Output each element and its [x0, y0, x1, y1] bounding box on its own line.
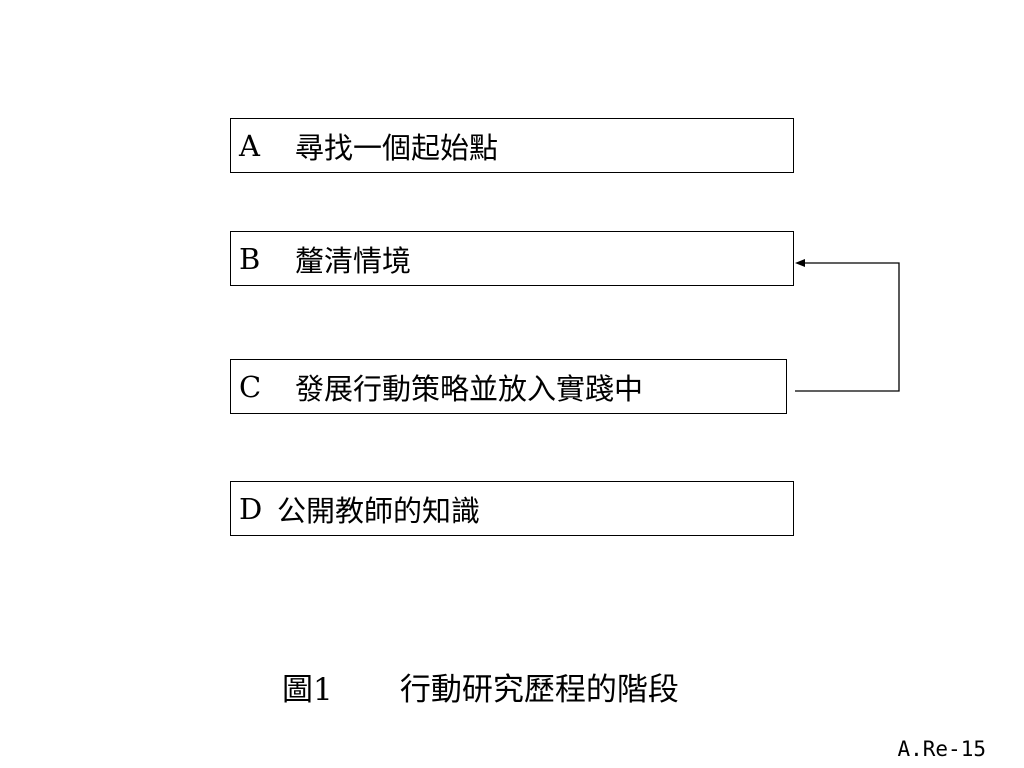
feedback-arrowhead-icon: [795, 259, 805, 267]
step-c-box: C 發展行動策略並放入實踐中: [230, 359, 787, 414]
figure-caption: 圖1 行動研究歷程的階段: [282, 664, 679, 709]
step-a-text: 尋找一個起始點: [295, 130, 499, 165]
figure-number: 圖1: [282, 672, 333, 708]
step-b-box: B 釐清情境: [230, 231, 794, 286]
figure-title: 行動研究歷程的階段: [399, 672, 679, 708]
step-d-box: D 公開教師的知識: [230, 481, 794, 536]
step-c-letter: C: [239, 369, 262, 404]
feedback-arrow-line: [795, 262, 900, 392]
step-b-text: 釐清情境: [295, 243, 412, 278]
step-d-letter: D: [239, 491, 263, 526]
step-a-box: A 尋找一個起始點: [230, 118, 794, 173]
step-c-text: 發展行動策略並放入實踐中: [295, 371, 644, 406]
step-b-letter: B: [239, 241, 261, 276]
step-a-letter: A: [239, 128, 260, 163]
step-d-text: 公開教師的知識: [277, 493, 481, 528]
page-number: A.Re-15: [897, 737, 986, 761]
